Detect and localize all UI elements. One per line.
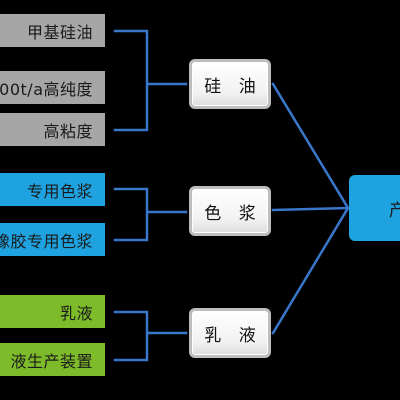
item-special-color-paste: 专用色浆 [0, 173, 105, 206]
item-high-viscosity: 高粘度 [0, 113, 105, 146]
product-box: 产 [349, 175, 400, 241]
line-emulsion-to-product [271, 206, 350, 335]
item-emulsion-production-unit: 液生产装置 [0, 343, 105, 376]
bracket-color-paste [113, 187, 188, 242]
line-color-paste-to-product [271, 206, 350, 212]
line-silicone-oil-to-product [271, 82, 350, 210]
bracket-emulsion [113, 310, 188, 362]
bracket-silicone-oil [113, 29, 188, 132]
category-emulsion: 乳 液 [189, 308, 271, 358]
category-color-paste: 色 浆 [189, 186, 271, 236]
category-silicone-oil: 硅 油 [189, 59, 271, 109]
item-rubber-color-paste: 橡胶专用色浆 [0, 223, 105, 256]
item-emulsion: 乳液 [0, 295, 105, 328]
item-methyl-silicone-oil: 甲基硅油 [0, 14, 105, 47]
item-high-purity-capacity: 500t/a高纯度 [0, 71, 105, 104]
